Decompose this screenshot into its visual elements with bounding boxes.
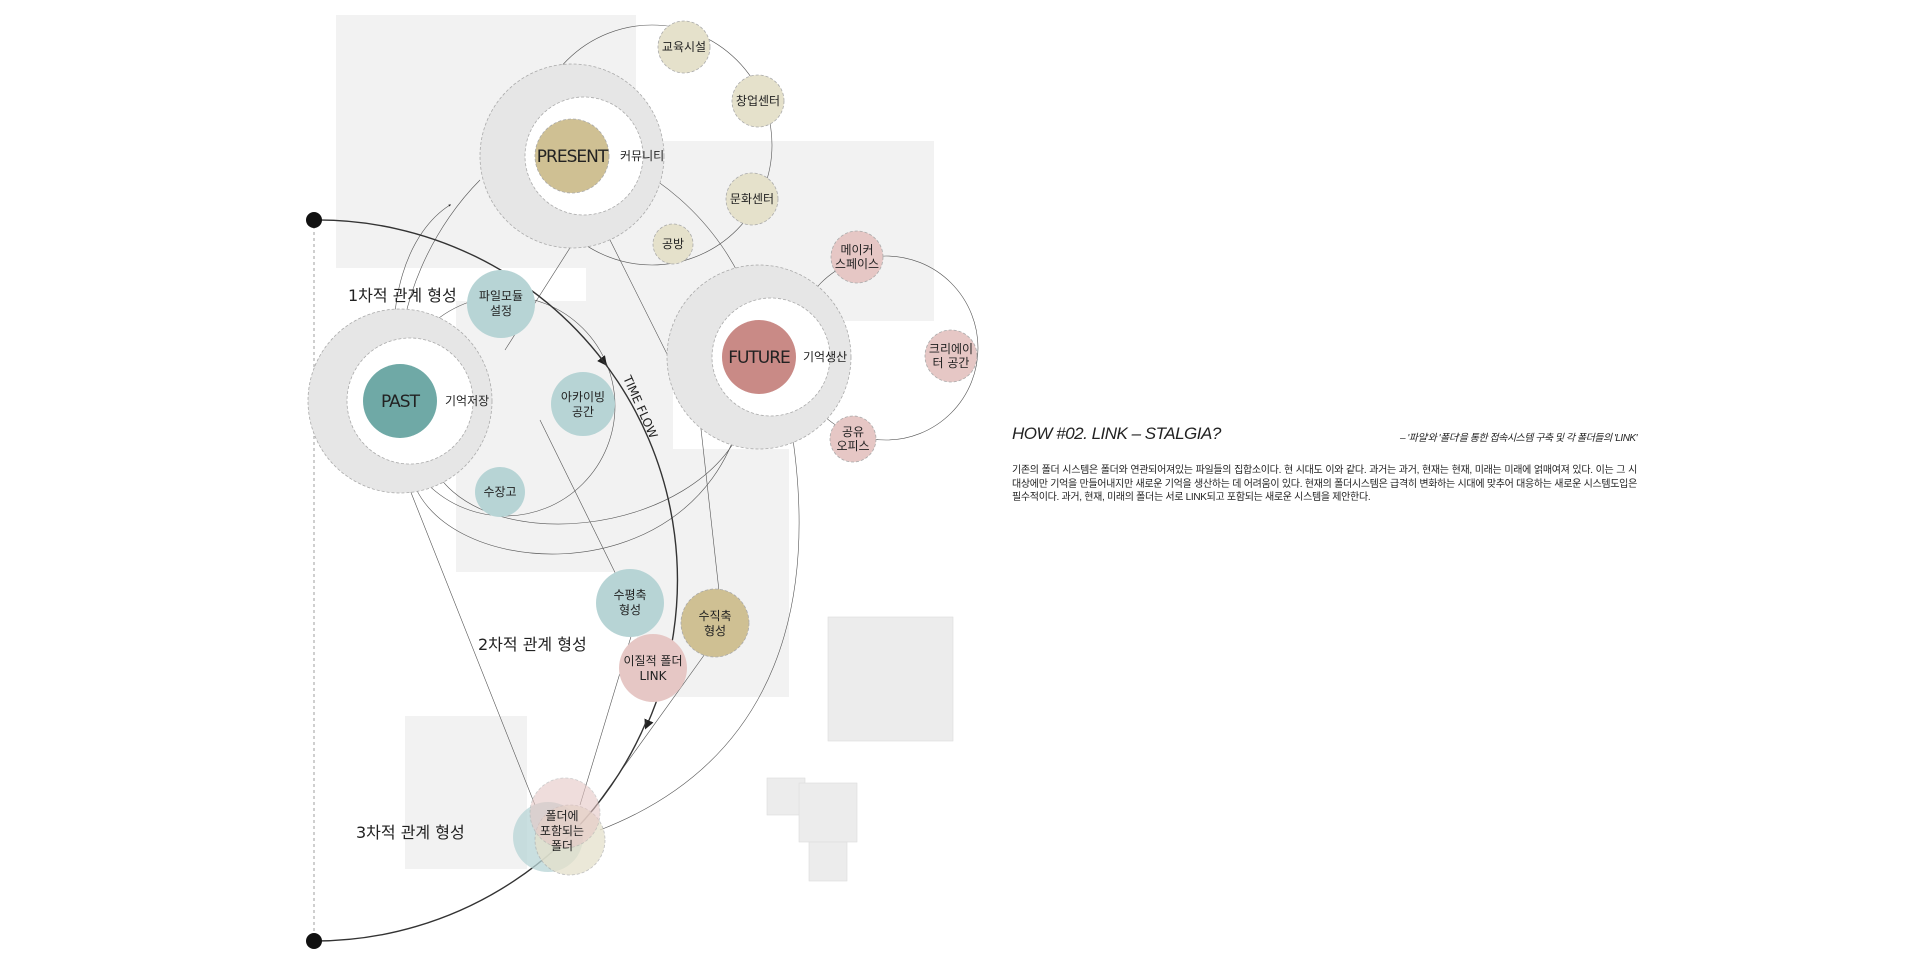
- future-label: FUTURE: [728, 348, 790, 368]
- stage-label-3: 3차적 관계 형성: [356, 823, 465, 842]
- node-label: 폴더에: [545, 809, 578, 823]
- satellite-label: 파일모듈: [479, 289, 523, 303]
- satellite-label: 문화센터: [730, 192, 774, 206]
- satellite-label: 메이커: [840, 243, 873, 257]
- future-node: FUTURE 기억생산: [666, 264, 852, 450]
- panel: [798, 782, 858, 843]
- satellite-label: 크리에이: [929, 342, 973, 356]
- satellite-label: 공방: [662, 237, 684, 251]
- satellite-label: 설정: [490, 304, 512, 318]
- past-satellites: 파일모듈 설정 아카이빙 공간 수장고: [467, 270, 615, 517]
- panel: [456, 301, 673, 572]
- stage-label-2: 2차적 관계 형성: [478, 635, 587, 654]
- node-label: 이질적 폴더: [623, 654, 682, 668]
- tertiary-node: 폴더에 포함되는 폴더: [513, 777, 606, 876]
- stage-label-1: 1차적 관계 형성: [348, 286, 457, 305]
- node-label: 수직축: [698, 609, 731, 623]
- past-node: PAST 기억저장: [307, 308, 493, 494]
- satellite-label: 터 공간: [933, 356, 970, 370]
- future-side-label: 기억생산: [803, 350, 847, 364]
- present-label: PRESENT: [537, 147, 609, 167]
- description-panel: HOW #02. LINK – STALGIA? – '파일'와 '폴더'을 통…: [1012, 424, 1637, 505]
- panel: [405, 716, 527, 869]
- present-node: PRESENT 커뮤니티: [479, 63, 665, 249]
- node-label: 형성: [704, 624, 726, 638]
- node-label: 형성: [619, 603, 641, 617]
- section-subtitle: – '파일'와 '폴더'을 통한 접속시스템 구축 및 각 폴더들의 'LINK…: [1400, 433, 1637, 444]
- panel: [808, 841, 848, 882]
- background-panels: [336, 15, 954, 882]
- node-label: 포함되는: [540, 824, 584, 838]
- satellite-label: 교육시설: [662, 40, 706, 54]
- satellite-label: 공유: [842, 425, 864, 439]
- node-label: 폴더: [551, 839, 573, 853]
- satellite-label: 수장고: [483, 485, 516, 499]
- panel: [827, 616, 954, 742]
- future-satellites: 메이커 스페이스 크리에이 터 공간 공유 오피스: [829, 230, 978, 463]
- satellite-label: 창업센터: [736, 94, 780, 108]
- satellite-label: 오피스: [836, 439, 869, 453]
- past-label: PAST: [381, 392, 421, 412]
- node-label: LINK: [639, 669, 667, 683]
- section-title: HOW #02. LINK – STALGIA?: [1012, 424, 1221, 443]
- node-label: 수평축: [613, 588, 646, 602]
- timeline-start-dot: [306, 212, 322, 228]
- satellite-label: 아카이빙: [561, 390, 605, 404]
- timeline-end-dot: [306, 933, 322, 949]
- secondary-nodes: 수평축 형성 수직축 형성 이질적 폴더 LINK: [596, 569, 750, 702]
- present-side-label: 커뮤니티: [620, 149, 664, 163]
- present-satellites: 교육시설 창업센터 문화센터 공방: [652, 20, 785, 265]
- satellite-label: 공간: [572, 405, 594, 419]
- satellite-label: 스페이스: [835, 257, 879, 271]
- past-side-label: 기억저장: [445, 394, 489, 408]
- section-body: 기존의 폴더 시스템은 폴더와 연관되어져있는 파일들의 집합소이다. 현 시대…: [1012, 465, 1637, 503]
